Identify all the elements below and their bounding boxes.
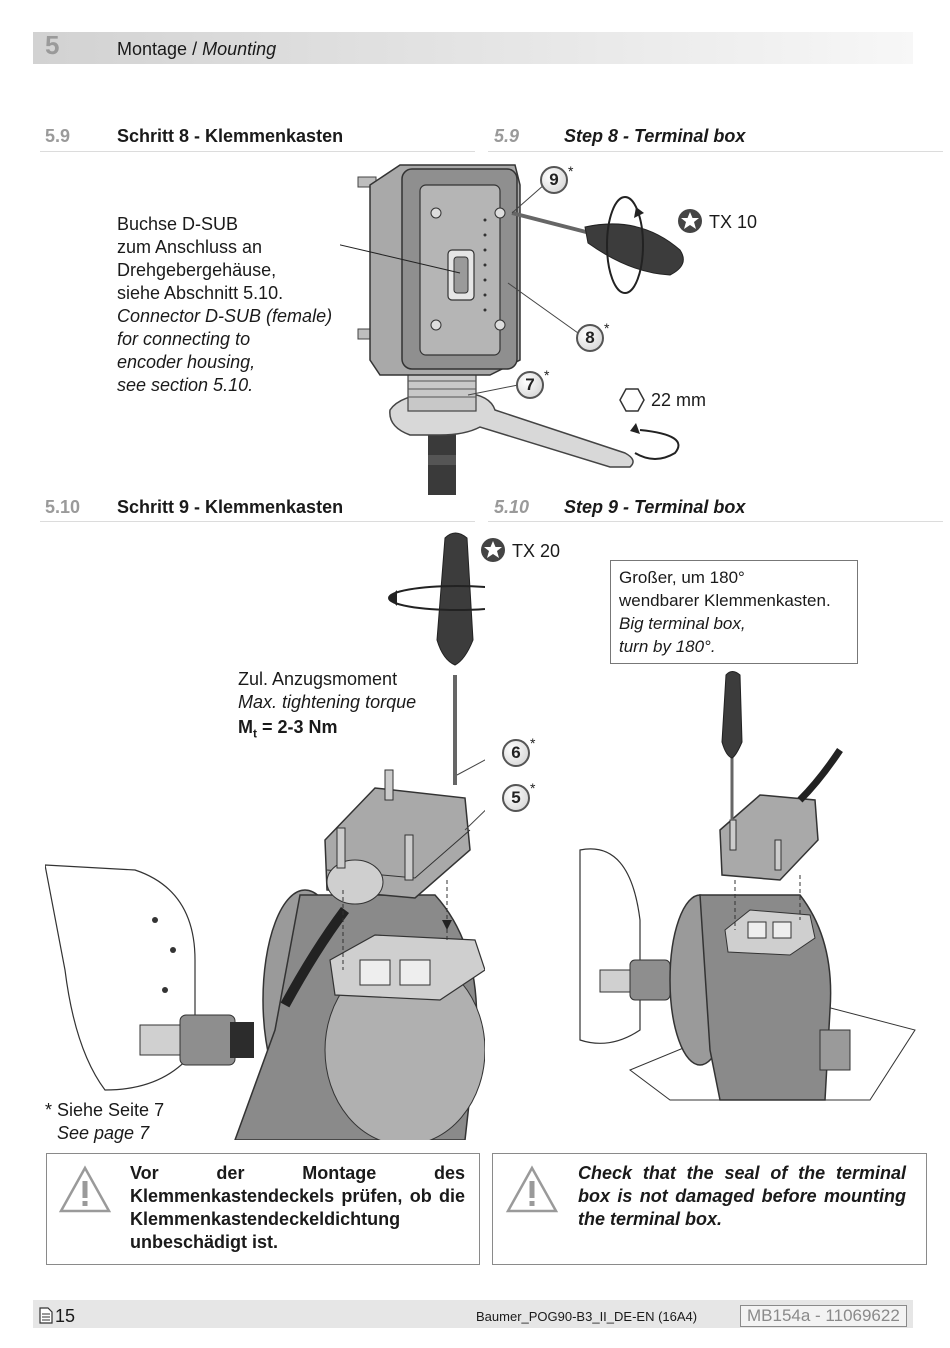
tool-wrench-label: 22 mm — [651, 390, 707, 410]
callout-7-mark: * — [544, 367, 550, 383]
section-10-title-en: Step 9 - Terminal box — [564, 497, 746, 517]
see-page-note: * Siehe Seite 7 See page 7 — [45, 1100, 165, 1143]
warning-box-de — [46, 1153, 480, 1265]
chapter-title: Montage / Mounting — [117, 39, 277, 59]
callout-8: 8 — [576, 324, 604, 352]
callout-5-mark: * — [530, 780, 536, 796]
warning-box-en — [492, 1153, 927, 1265]
callout-8-mark: * — [604, 320, 610, 336]
callout-5: 5 — [502, 784, 530, 812]
callout-9: 9 — [540, 166, 568, 194]
warning-triangle-icon — [505, 1165, 559, 1213]
terminal-box-illustration — [340, 164, 684, 495]
section-10-number-en: 5.10 — [494, 497, 530, 517]
callout-6: 6 — [502, 739, 530, 767]
section-10-number-de: 5.10 — [45, 497, 81, 517]
section-10-title-de: Schritt 9 - Klemmenkasten — [117, 497, 344, 517]
tool-torx-label-10: TX 20 — [512, 541, 561, 561]
chapter-header-band — [33, 32, 913, 64]
document-reference: Baumer_POG90-B3_II_DE-EN (16A4) — [476, 1309, 698, 1324]
warning-text-de: Vor der Montage des Klemmenkastendeckels… — [130, 1163, 465, 1252]
chapter-number: 5 — [45, 30, 60, 60]
section-9-title-en: Step 8 - Terminal box — [564, 126, 746, 146]
warning-text-en: Check that the seal of the terminal box … — [578, 1163, 906, 1229]
tool-torx-label-9: TX 10 — [709, 212, 758, 232]
encoder-mount-illustration — [45, 532, 485, 1140]
section-9-rule-left — [40, 151, 475, 152]
torque-spec: Zul. Anzugsmoment Max. tightening torque… — [238, 669, 417, 741]
callout-7: 7 — [516, 371, 544, 399]
torx-icon — [481, 538, 505, 562]
section-9-number-en: 5.9 — [494, 126, 520, 146]
document-id: MB154a - 11069622 — [740, 1305, 907, 1327]
section-9-number-de: 5.9 — [45, 126, 71, 146]
section-9-title-de: Schritt 8 - Klemmenkasten — [117, 126, 344, 146]
warning-triangle-icon — [58, 1165, 112, 1213]
hex-nut-icon — [619, 388, 645, 412]
section-10-rule-right — [488, 521, 943, 522]
terminal-box-note: Großer, um 180° wendbarer Klemmenkasten.… — [610, 560, 858, 664]
encoder-turned-illustration — [579, 671, 916, 1101]
section-10-rule-left — [40, 521, 475, 522]
torx-icon — [678, 209, 702, 233]
callout-6-mark: * — [530, 735, 536, 751]
page-number: 15 — [55, 1306, 76, 1326]
dsub-description: Buchse D-SUB zum Anschluss an Drehgeberg… — [117, 214, 333, 395]
section-9-rule-right — [488, 151, 943, 152]
document-icon — [39, 1307, 53, 1324]
callout-9-mark: * — [568, 163, 574, 179]
